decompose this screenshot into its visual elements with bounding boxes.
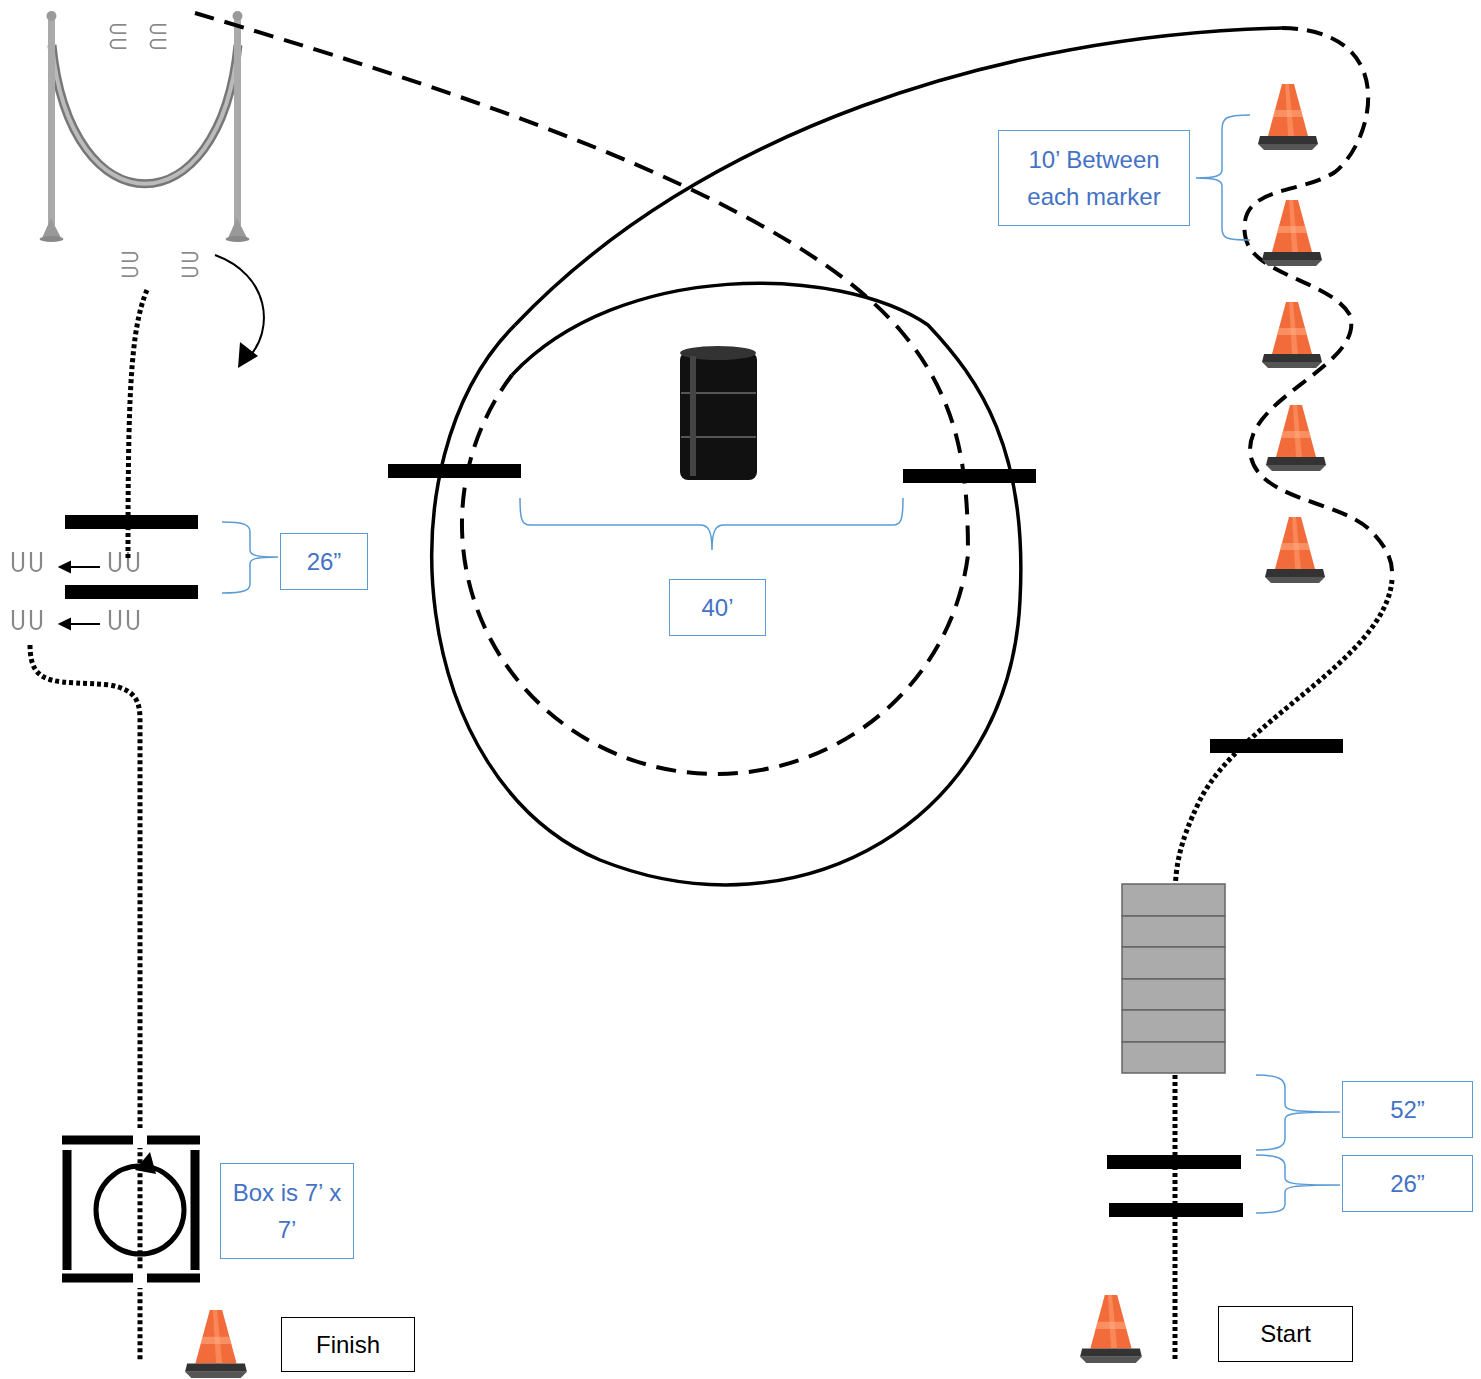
cone	[1262, 200, 1322, 266]
cone	[1080, 1295, 1142, 1363]
dashed-route	[195, 13, 968, 774]
weave-route	[1244, 28, 1392, 580]
callout-box: 26”	[1342, 1155, 1473, 1212]
dotted-route	[30, 290, 1392, 1360]
turn-arrow	[215, 255, 264, 358]
pole-marker	[182, 253, 198, 276]
callout-box: 40’	[669, 579, 766, 636]
callout-box: 52”	[1342, 1081, 1473, 1138]
callout-text: 26”	[1390, 1165, 1425, 1202]
callout-text: 52”	[1390, 1091, 1425, 1128]
cone	[1262, 302, 1322, 368]
turn-box	[62, 1140, 200, 1278]
callout-text: Box is 7’ x 7’	[229, 1174, 345, 1248]
cone	[1266, 405, 1326, 471]
pole-marker	[110, 552, 138, 571]
pole-marker	[111, 25, 127, 48]
callout-text: 10’ Between each marker	[1007, 141, 1181, 215]
pole-marker	[122, 253, 138, 276]
cone	[185, 1310, 247, 1378]
callout-text: 26”	[307, 543, 342, 580]
cone	[1258, 84, 1318, 150]
bridge	[1122, 884, 1225, 1073]
ground-pole	[65, 471, 1343, 1210]
callout-box: 26”	[280, 533, 368, 590]
box-gap	[133, 1128, 147, 1148]
callout-text: Start	[1260, 1315, 1311, 1352]
pole-marker	[110, 610, 138, 629]
cone	[1265, 517, 1325, 583]
turn-arrow-head	[238, 342, 258, 368]
solid-loop	[432, 283, 1021, 885]
turn-arrow-head	[135, 1152, 156, 1174]
callout-box: 10’ Between each marker	[998, 130, 1190, 226]
rope-stanchion	[40, 11, 250, 242]
dimension-bracket	[222, 115, 1340, 1213]
box-gap	[133, 1270, 147, 1288]
callout-text: 40’	[701, 589, 733, 626]
solid-route	[515, 28, 1282, 325]
callout-box: Box is 7’ x 7’	[220, 1163, 354, 1259]
pole-marker	[13, 610, 41, 629]
barrel	[680, 346, 757, 480]
pole-marker	[13, 552, 41, 571]
callout-text: Finish	[316, 1326, 380, 1363]
start-label-box: Start	[1218, 1306, 1353, 1362]
pole-marker	[151, 25, 167, 48]
finish-label-box: Finish	[281, 1317, 415, 1372]
